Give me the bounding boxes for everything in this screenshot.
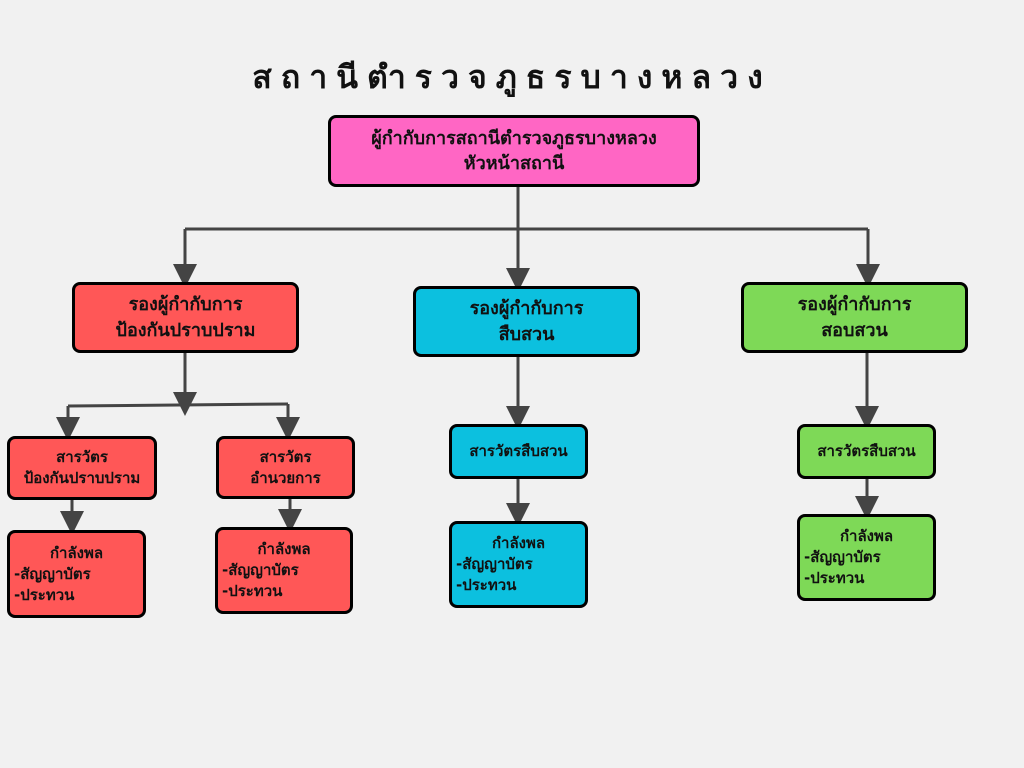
force-item: -สัญญาบัตร xyxy=(456,555,533,573)
node-label: อำนวยการ xyxy=(250,468,321,487)
node-label: รองผู้กำกับการ xyxy=(797,294,912,316)
force-item: -สัญญาบัตร xyxy=(222,561,299,579)
node-label: สอบสวน xyxy=(821,319,888,341)
inspector-investigation-node: สารวัตรสืบสวน xyxy=(449,424,588,479)
force-node: กำลังพล -สัญญาบัตร -ประทวน xyxy=(7,530,146,618)
node-label: สืบสวน xyxy=(498,323,555,345)
node-label: สารวัตร xyxy=(56,448,108,466)
force-heading: กำลังพล xyxy=(257,540,311,558)
force-node: กำลังพล -สัญญาบัตร -ประทวน xyxy=(449,521,588,608)
inspector-prevention-node: สารวัตร ป้องกันปราบปราม xyxy=(7,436,157,500)
node-label: ป้องกันปราบปราม xyxy=(23,469,141,487)
deputy-inquiry-node: รองผู้กำกับการ สอบสวน xyxy=(741,282,968,353)
force-item: -ประทวน xyxy=(222,582,283,600)
deputy-prevention-node: รองผู้กำกับการ ป้องกันปราบปราม xyxy=(72,282,299,353)
deputy-investigation-node: รองผู้กำกับการ สืบสวน xyxy=(413,286,640,357)
force-item: -ประทวน xyxy=(456,576,517,594)
force-item: -สัญญาบัตร xyxy=(14,564,91,583)
head-node: ผู้กำกับการสถานีตำรวจภูธรบางหลวง หัวหน้า… xyxy=(328,115,700,187)
node-label: ป้องกันปราบปราม xyxy=(115,319,256,341)
force-item: -ประทวน xyxy=(14,585,75,604)
force-item: -ประทวน xyxy=(804,569,865,587)
inspector-admin-node: สารวัตร อำนวยการ xyxy=(216,436,355,499)
force-heading: กำลังพล xyxy=(491,534,546,552)
node-label: สารวัตร xyxy=(259,447,312,466)
node-label: รองผู้กำกับการ xyxy=(128,294,243,316)
node-label: สารวัตรสืบสวน xyxy=(469,442,568,460)
force-node: กำลังพล -สัญญาบัตร -ประทวน xyxy=(797,514,936,601)
node-label: รองผู้กำกับการ xyxy=(469,298,584,320)
head-role: หัวหน้าสถานี xyxy=(463,153,565,174)
force-item: -สัญญาบัตร xyxy=(804,548,881,566)
node-label: สารวัตรสืบสวน xyxy=(817,442,916,460)
head-title: ผู้กำกับการสถานีตำรวจภูธรบางหลวง xyxy=(371,127,657,149)
chart-title: สถานีตำรวจภูธรบางหลวง xyxy=(252,58,772,96)
force-heading: กำลังพล xyxy=(839,527,894,545)
force-heading: กำลังพล xyxy=(49,543,104,562)
inspector-inquiry-node: สารวัตรสืบสวน xyxy=(797,424,936,479)
force-node: กำลังพล -สัญญาบัตร -ประทวน xyxy=(215,527,353,614)
